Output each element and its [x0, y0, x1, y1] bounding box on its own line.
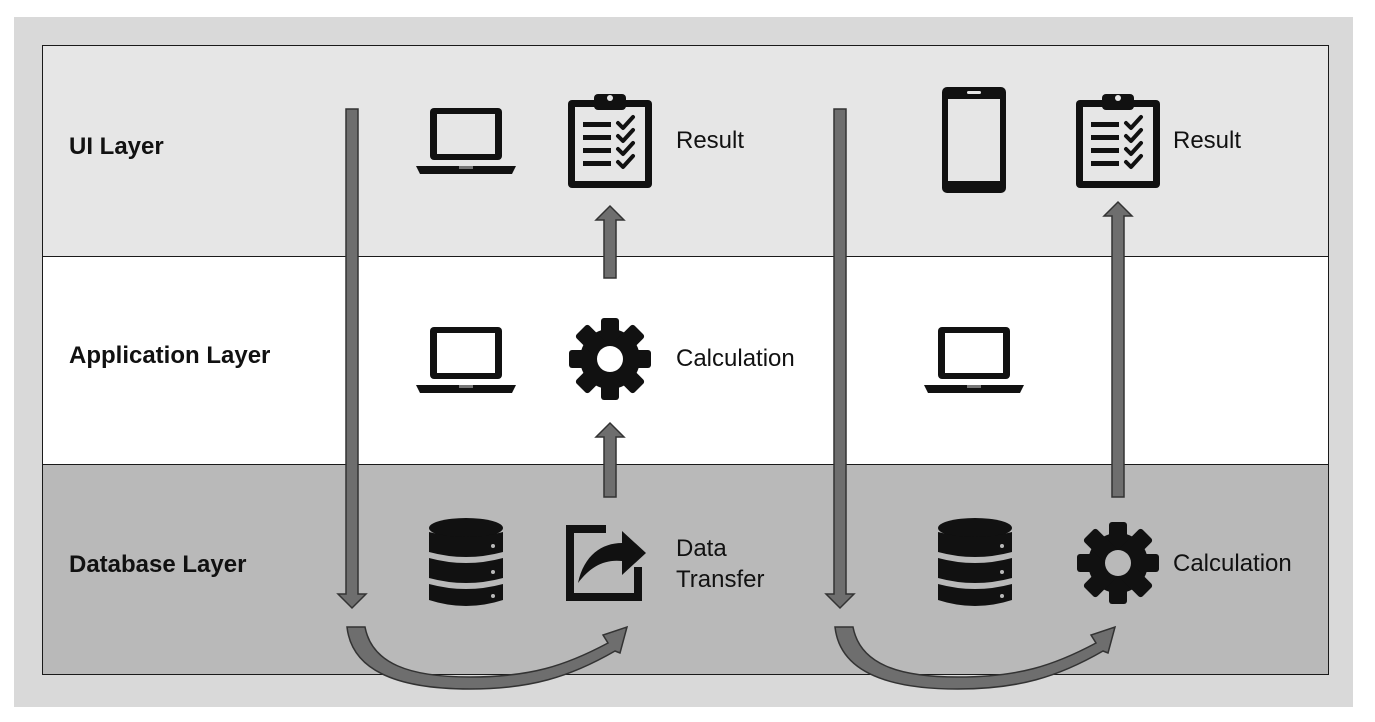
database-icon: [938, 518, 1012, 606]
calculation-caption-right: Calculation: [1173, 550, 1292, 577]
up-arrow-db-to-ui-right: [1102, 200, 1134, 498]
curved-arrow-left: [346, 625, 629, 690]
gear-icon: [569, 318, 651, 400]
up-arrow-db-to-app-left: [594, 421, 626, 498]
calculation-caption-left: Calculation: [676, 345, 795, 372]
down-arrow-right: [824, 108, 856, 610]
clipboard-checklist-icon: [1076, 94, 1160, 188]
share-export-icon: [566, 525, 646, 601]
result-caption-right: Result: [1173, 127, 1242, 154]
database-layer-label: Database Layer: [69, 551, 247, 578]
clipboard-checklist-icon: [568, 94, 652, 188]
laptop-icon: [416, 327, 516, 393]
laptop-icon: [416, 108, 516, 174]
gear-icon: [1077, 522, 1159, 604]
application-layer-label: Application Layer: [69, 342, 271, 369]
data-transfer-caption-line1: Data: [676, 535, 727, 562]
ui-layer-label: UI Layer: [69, 133, 164, 160]
result-caption-left: Result: [676, 127, 745, 154]
laptop-icon: [924, 327, 1024, 393]
smartphone-icon: [942, 87, 1006, 193]
data-transfer-caption-line2: Transfer: [676, 566, 765, 593]
down-arrow-left: [336, 108, 368, 610]
database-icon: [429, 518, 503, 606]
up-arrow-app-to-ui-left: [594, 204, 626, 279]
curved-arrow-right: [834, 625, 1117, 690]
